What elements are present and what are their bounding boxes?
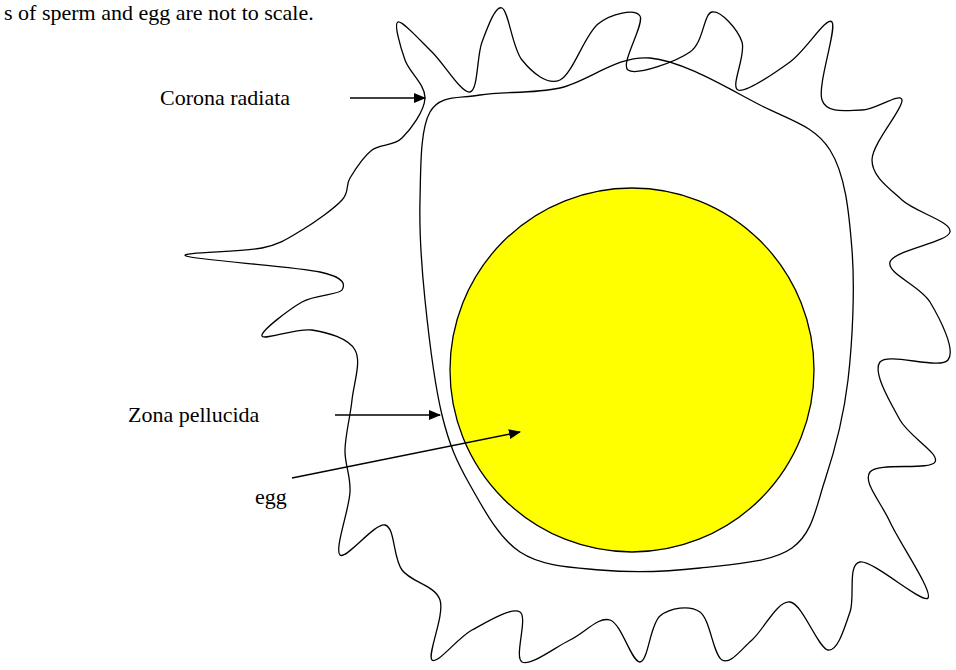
leader-line: [350, 97, 425, 98]
zona-pellucida-outline: [420, 58, 853, 572]
part-label: Zona pellucida: [128, 402, 259, 428]
leader-line: [292, 432, 520, 478]
egg-cell: [450, 188, 814, 552]
part-label: Corona radiata: [160, 85, 290, 111]
note-text: s of sperm and egg are not to scale.: [4, 0, 314, 26]
leader-line: [335, 414, 440, 415]
part-label: egg: [255, 484, 287, 510]
corona-radiata-outline: [185, 8, 950, 663]
